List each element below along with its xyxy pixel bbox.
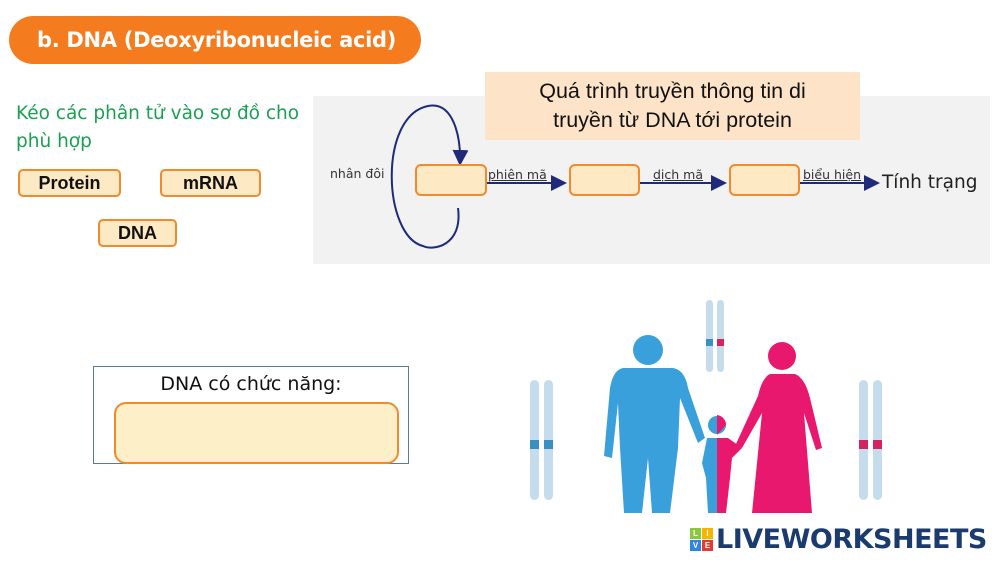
draggable-protein[interactable]: Protein (18, 169, 121, 197)
logo-letter-e: E (702, 540, 713, 551)
banner-line-1: Quá trình truyền thông tin di (539, 79, 806, 103)
family-chromosome-illustration (530, 300, 882, 513)
function-answer-drop-zone[interactable] (114, 402, 399, 464)
label-translation: dịch mã (653, 167, 704, 182)
banner-line-2: truyền từ DNA tới protein (553, 108, 792, 132)
result-trait: Tính trạng (882, 172, 978, 193)
liveworksheets-logo: L I V E LIVEWORKSHEETS (690, 524, 987, 555)
section-title: b. DNA (Deoxyribonucleic acid) (9, 16, 421, 64)
label-expression: biểu hiện (803, 167, 862, 182)
drop-zone-dna[interactable] (415, 164, 487, 196)
drop-zone-protein[interactable] (729, 164, 800, 196)
logo-wordmark: LIVEWORKSHEETS (716, 524, 987, 555)
label-transcription: phiên mã (488, 167, 547, 182)
father-silhouette (604, 335, 705, 513)
chromosome-top (706, 300, 724, 372)
replication-loop-arrow (390, 104, 469, 249)
diagram-arrows (390, 104, 880, 249)
draggable-mrna[interactable]: mRNA (160, 169, 261, 197)
chromosome-left (530, 380, 553, 500)
function-question-label: DNA có chức năng: (160, 373, 342, 395)
info-banner: Quá trình truyền thông tin di truyền từ … (485, 72, 860, 140)
drop-zone-mrna[interactable] (569, 164, 640, 196)
logo-letter-v: V (690, 540, 701, 551)
label-replication: nhân đôi (330, 166, 385, 181)
child-silhouette (702, 415, 742, 513)
mother-silhouette (736, 342, 822, 513)
logo-letter-l: L (690, 528, 701, 539)
instruction-text: Kéo các phân tử vào sơ đồ cho phù hợp (16, 103, 300, 152)
draggable-dna[interactable]: DNA (98, 219, 177, 247)
chromosome-right (859, 380, 882, 500)
logo-letter-i: I (702, 528, 713, 539)
logo-icon: L I V E (690, 528, 713, 551)
